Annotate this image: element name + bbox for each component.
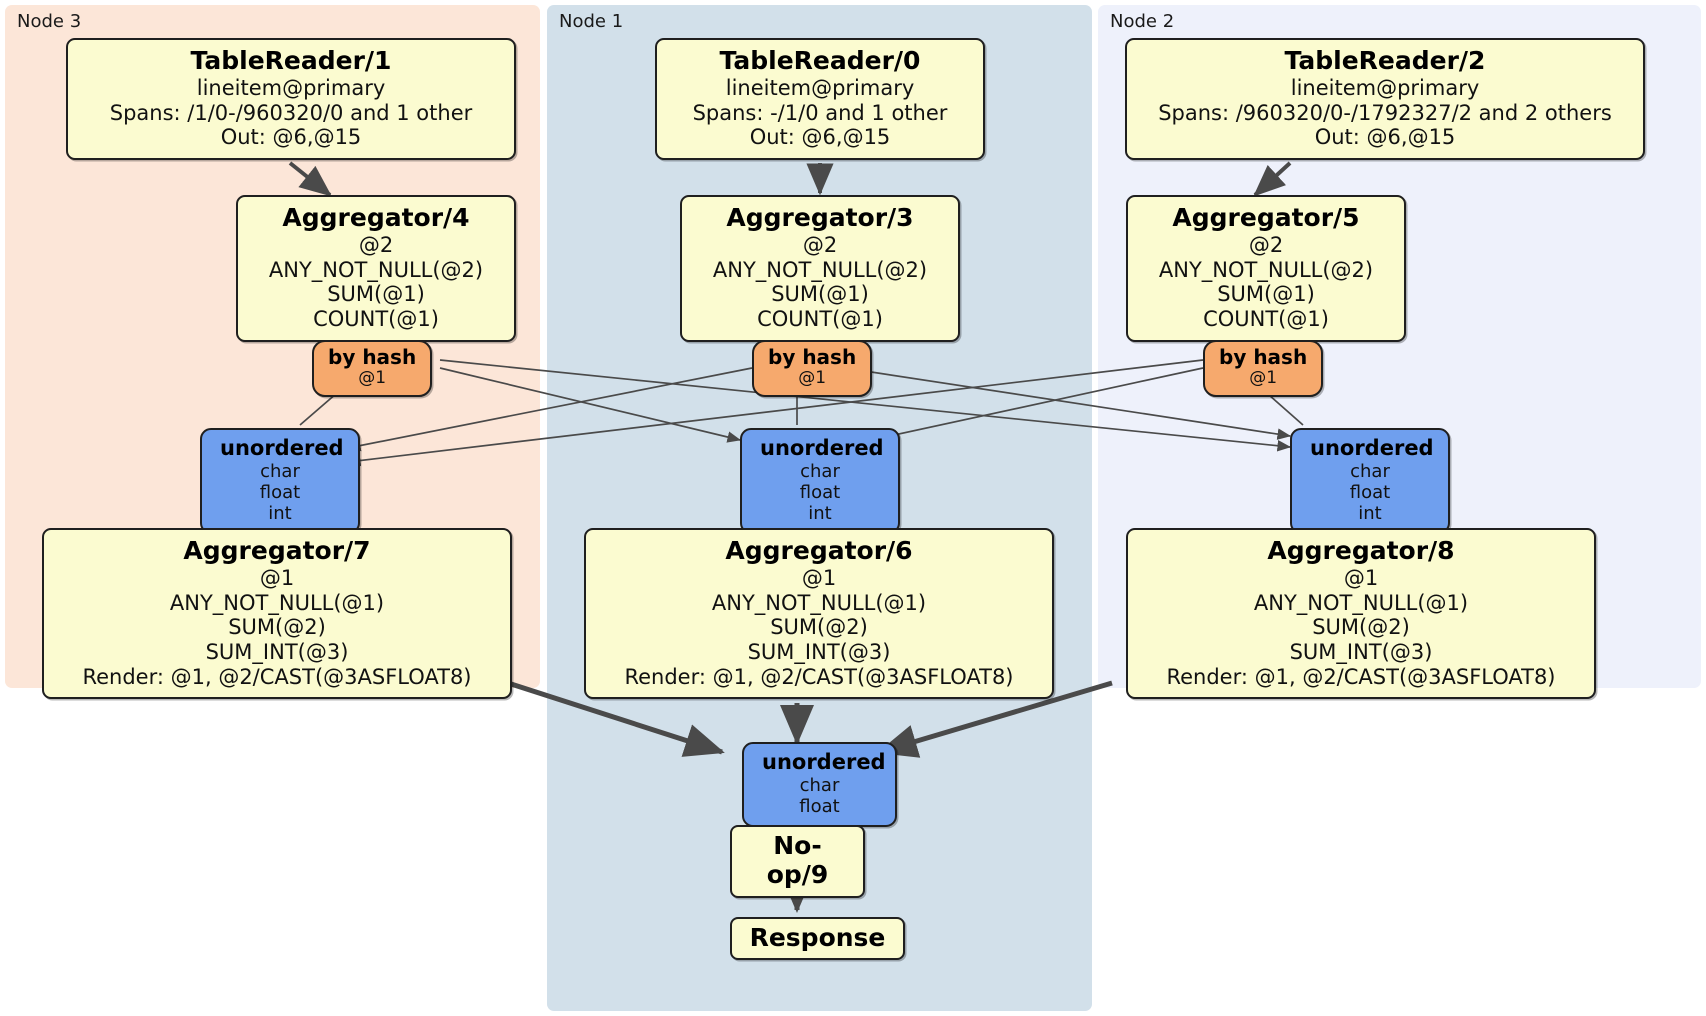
node-title: Aggregator/4 xyxy=(282,203,470,232)
node-title: Aggregator/5 xyxy=(1172,203,1360,232)
node-title: No-op/9 xyxy=(766,831,829,890)
node-tablereader-0[interactable]: TableReader/0 lineitem@primary Spans: -/… xyxy=(655,38,985,160)
node-detail-line: Out: @6,@15 xyxy=(749,125,891,150)
receiver-type-line: float xyxy=(1349,481,1391,503)
node-detail-line: SUM(@2) xyxy=(228,615,326,640)
node-detail-line: Render: @1, @2/CAST(@3ASFLOAT8) xyxy=(82,664,472,689)
receiver-type-line: int xyxy=(808,502,832,524)
node-detail-line: SUM(@1) xyxy=(771,282,869,307)
receiver-type-line: int xyxy=(268,502,292,524)
node-detail-line: lineitem@primary xyxy=(1290,76,1480,101)
node-detail-line: Render: @1, @2/CAST(@3ASFLOAT8) xyxy=(624,664,1014,689)
node-detail-line: COUNT(@1) xyxy=(313,306,439,331)
node-detail-line: Spans: -/1/0 and 1 other xyxy=(692,100,948,125)
node-tablereader-1[interactable]: TableReader/1 lineitem@primary Spans: /1… xyxy=(66,38,516,160)
node-detail-line: COUNT(@1) xyxy=(757,306,883,331)
node-detail-line: Out: @6,@15 xyxy=(220,125,362,150)
node-detail-line: ANY_NOT_NULL(@1) xyxy=(1253,590,1469,615)
node-detail-line: SUM_INT(@3) xyxy=(1289,639,1433,664)
receiver-type-line: char xyxy=(260,460,300,482)
router-title: by hash xyxy=(768,345,857,369)
node-response[interactable]: Response xyxy=(730,917,905,961)
node-detail-line: SUM(@1) xyxy=(1217,282,1315,307)
node-detail-line: ANY_NOT_NULL(@1) xyxy=(711,590,927,615)
node-aggregator-8[interactable]: Aggregator/8 @1 ANY_NOT_NULL(@1) SUM(@2)… xyxy=(1126,528,1596,700)
node-title: TableReader/1 xyxy=(190,46,392,75)
node-title: Aggregator/8 xyxy=(1267,536,1455,565)
node-detail-line: Render: @1, @2/CAST(@3ASFLOAT8) xyxy=(1166,664,1556,689)
node-detail-line: @1 xyxy=(1343,566,1379,591)
node-router-by-hash-center[interactable]: by hash @1 xyxy=(752,340,873,398)
receiver-type-line: char xyxy=(1350,460,1390,482)
node-title: Response xyxy=(749,923,886,952)
node-title: Aggregator/3 xyxy=(726,203,914,232)
node-aggregator-6[interactable]: Aggregator/6 @1 ANY_NOT_NULL(@1) SUM(@2)… xyxy=(584,528,1054,700)
node-title: TableReader/0 xyxy=(719,46,921,75)
receiver-type-line: float xyxy=(259,481,301,503)
node-detail-line: Out: @6,@15 xyxy=(1314,125,1456,150)
node-detail-line: SUM_INT(@3) xyxy=(747,639,891,664)
node-detail-line: SUM(@2) xyxy=(1312,615,1410,640)
router-detail-line: @1 xyxy=(798,368,827,389)
node-detail-line: ANY_NOT_NULL(@1) xyxy=(169,590,385,615)
node-detail-line: Spans: /960320/0-/1792327/2 and 2 others xyxy=(1158,100,1612,125)
node-title: Aggregator/6 xyxy=(725,536,913,565)
node-receiver-unordered-final[interactable]: unordered char float xyxy=(742,742,897,827)
node-aggregator-3[interactable]: Aggregator/3 @2 ANY_NOT_NULL(@2) SUM(@1)… xyxy=(680,195,960,342)
node-group-label-node3: Node 3 xyxy=(17,11,82,32)
receiver-type-line: int xyxy=(1358,502,1382,524)
receiver-type-line: char xyxy=(800,460,840,482)
receiver-type-line: char xyxy=(799,774,840,796)
node-detail-line: Spans: /1/0-/960320/0 and 1 other xyxy=(109,100,473,125)
node-title: Aggregator/7 xyxy=(183,536,371,565)
node-group-label-node1: Node 1 xyxy=(559,11,624,32)
node-receiver-unordered-left[interactable]: unordered char float int xyxy=(200,428,360,534)
node-detail-line: @2 xyxy=(358,233,394,258)
router-detail-line: @1 xyxy=(358,368,387,389)
node-detail-line: lineitem@primary xyxy=(725,76,915,101)
node-router-by-hash-right[interactable]: by hash @1 xyxy=(1203,340,1324,398)
node-router-by-hash-left[interactable]: by hash @1 xyxy=(312,340,433,398)
node-receiver-unordered-center[interactable]: unordered char float int xyxy=(740,428,900,534)
node-tablereader-2[interactable]: TableReader/2 lineitem@primary Spans: /9… xyxy=(1125,38,1645,160)
node-detail-line: lineitem@primary xyxy=(196,76,386,101)
node-detail-line: SUM_INT(@3) xyxy=(205,639,349,664)
node-detail-line: @2 xyxy=(1248,233,1284,258)
receiver-type-line: float xyxy=(799,481,841,503)
node-detail-line: ANY_NOT_NULL(@2) xyxy=(712,257,928,282)
node-aggregator-5[interactable]: Aggregator/5 @2 ANY_NOT_NULL(@2) SUM(@1)… xyxy=(1126,195,1406,342)
node-title: TableReader/2 xyxy=(1284,46,1486,75)
router-title: by hash xyxy=(328,345,417,369)
node-group-label-node2: Node 2 xyxy=(1110,11,1175,32)
node-noop-9[interactable]: No-op/9 xyxy=(730,825,865,898)
receiver-type-line: float xyxy=(799,795,840,817)
node-detail-line: COUNT(@1) xyxy=(1203,306,1329,331)
receiver-title: unordered xyxy=(1310,436,1434,460)
node-detail-line: @1 xyxy=(259,566,295,591)
node-receiver-unordered-right[interactable]: unordered char float int xyxy=(1290,428,1450,534)
receiver-title: unordered xyxy=(220,436,344,460)
node-aggregator-4[interactable]: Aggregator/4 @2 ANY_NOT_NULL(@2) SUM(@1)… xyxy=(236,195,516,342)
router-title: by hash xyxy=(1219,345,1308,369)
node-aggregator-7[interactable]: Aggregator/7 @1 ANY_NOT_NULL(@1) SUM(@2)… xyxy=(42,528,512,700)
node-detail-line: SUM(@2) xyxy=(770,615,868,640)
node-detail-line: @1 xyxy=(801,566,837,591)
receiver-title: unordered xyxy=(760,436,884,460)
node-detail-line: ANY_NOT_NULL(@2) xyxy=(268,257,484,282)
node-detail-line: ANY_NOT_NULL(@2) xyxy=(1158,257,1374,282)
router-detail-line: @1 xyxy=(1249,368,1278,389)
receiver-title: unordered xyxy=(762,750,886,774)
node-detail-line: SUM(@1) xyxy=(327,282,425,307)
node-detail-line: @2 xyxy=(802,233,838,258)
